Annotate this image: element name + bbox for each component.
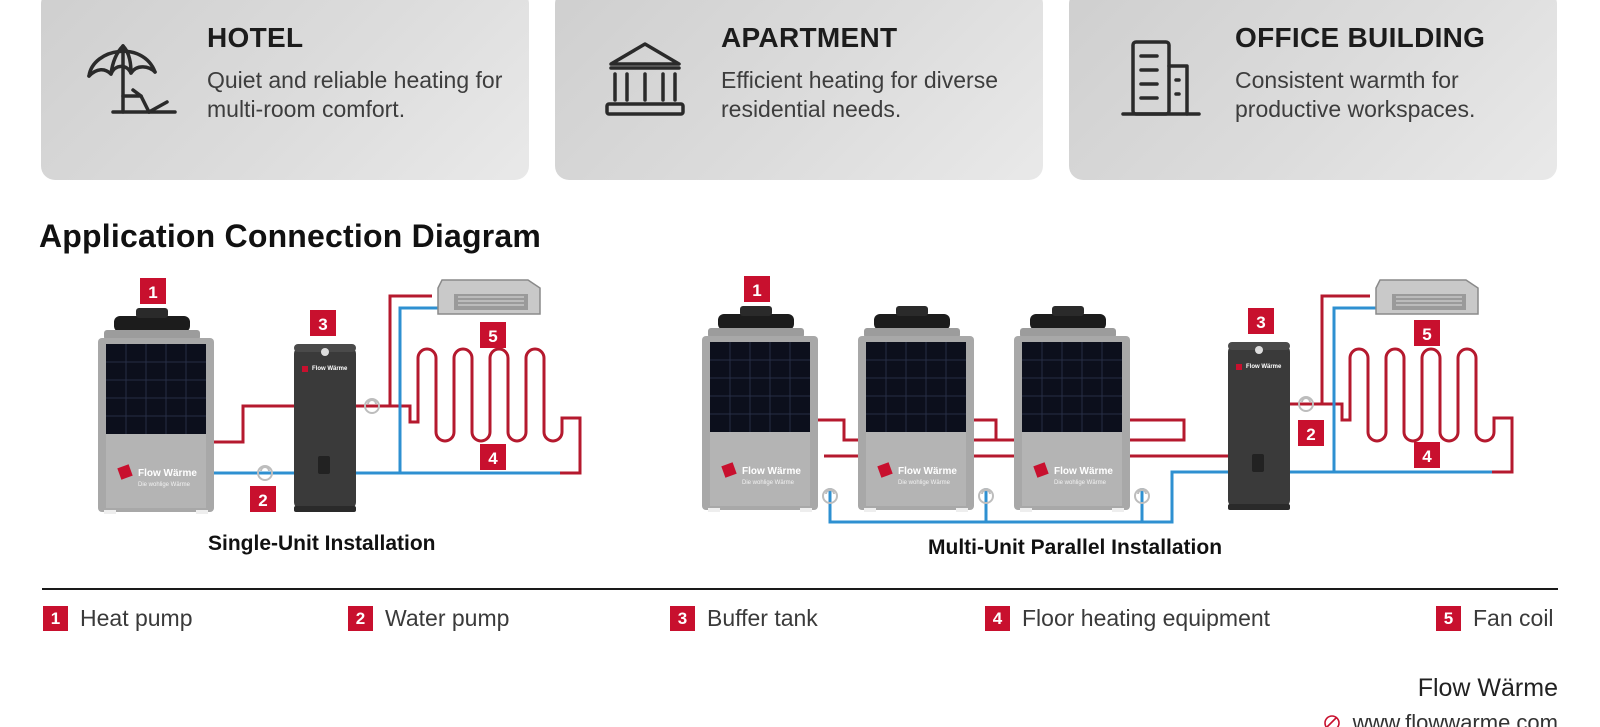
- legend-label: Fan coil: [1473, 605, 1554, 631]
- legend-badge: 3: [670, 606, 695, 631]
- badge-buffer-tank: 3: [1256, 313, 1265, 332]
- legend-badge: 1: [43, 606, 68, 631]
- legend: 1 Heat pump 2 Water pump 3 Buffer tank 4…: [0, 605, 1600, 641]
- legend-item-floor-heating: 4 Floor heating equipment: [985, 605, 1270, 632]
- badge-heat-pump: 1: [148, 283, 157, 302]
- umbrella-lounger-icon: [87, 44, 177, 114]
- badge-fan-coil: 5: [1422, 325, 1431, 344]
- multi-unit-caption: Multi-Unit Parallel Installation: [928, 536, 1223, 559]
- legend-label: Heat pump: [80, 605, 193, 631]
- unit-brand-text: Flow Wärme: [898, 466, 957, 477]
- card-description: Consistent warmth for productive workspa…: [1235, 67, 1476, 122]
- badge-floor-heating: 4: [1422, 447, 1432, 466]
- diagram-canvas: Flow Wärme Die wohlige Wärme Flow Wärme …: [97, 276, 1514, 524]
- legend-item-buffer-tank: 3 Buffer tank: [670, 605, 818, 632]
- globe-icon: [1323, 715, 1340, 727]
- connection-diagram: Flow Wärme Die wohlige Wärme Flow Wärme …: [0, 270, 1600, 580]
- diagram-badges: 1 3 5 4 2 1 3 5 2 4: [140, 276, 1440, 512]
- application-cards: HOTEL Quiet and reliable heating for mul…: [41, 0, 1557, 180]
- legend-item-fan-coil: 5 Fan coil: [1436, 605, 1554, 632]
- office-tower-icon: [1121, 40, 1201, 116]
- badge-buffer-tank: 3: [318, 315, 327, 334]
- card-title: OFFICE BUILDING: [1235, 22, 1486, 53]
- single-unit-caption: Single-Unit Installation: [208, 532, 436, 555]
- legend-badge: 5: [1436, 606, 1461, 631]
- badge-water-pump: 2: [258, 491, 267, 510]
- card-description: Efficient heating for diverse residentia…: [721, 67, 999, 122]
- unit-slogan-text: Die wohlige Wärme: [138, 482, 191, 488]
- card-title: APARTMENT: [721, 22, 898, 53]
- legend-badge: 2: [348, 606, 373, 631]
- card-description: Quiet and reliable heating for multi-roo…: [207, 67, 503, 122]
- card-office-building: OFFICE BUILDING Consistent warmth for pr…: [1069, 0, 1557, 180]
- legend-label: Buffer tank: [707, 605, 818, 631]
- badge-fan-coil: 5: [488, 327, 497, 346]
- unit-logos: Flow Wärme Die wohlige Wärme Flow Wärme …: [138, 364, 1282, 488]
- badge-water-pump: 2: [1306, 425, 1315, 444]
- building-columns-icon: [605, 42, 685, 116]
- legend-label: Water pump: [385, 605, 510, 631]
- footer-website-link[interactable]: www.flowwarme.com: [1352, 710, 1558, 727]
- section-title: Application Connection Diagram: [39, 218, 542, 254]
- legend-badge: 4: [985, 606, 1010, 631]
- legend-item-heat-pump: 1 Heat pump: [43, 605, 193, 632]
- unit-brand-text: Flow Wärme: [138, 468, 197, 479]
- tank-brand-text: Flow Wärme: [1246, 364, 1282, 370]
- badge-heat-pump: 1: [752, 281, 761, 300]
- card-apartment: APARTMENT Efficient heating for diverse …: [555, 0, 1043, 180]
- footer-brand: Flow Wärme: [1417, 674, 1558, 702]
- legend-label: Floor heating equipment: [1022, 605, 1271, 631]
- unit-slogan-text: Die wohlige Wärme: [898, 480, 951, 486]
- footer-website-row[interactable]: www.flowwarme.com: [1323, 710, 1558, 727]
- legend-item-water-pump: 2 Water pump: [348, 605, 509, 632]
- unit-slogan-text: Die wohlige Wärme: [742, 480, 795, 486]
- unit-brand-text: Flow Wärme: [1054, 466, 1113, 477]
- fan-coil-unit: [1375, 279, 1479, 315]
- unit-slogan-text: Die wohlige Wärme: [1054, 480, 1107, 486]
- tank-brand-text: Flow Wärme: [312, 366, 348, 372]
- card-hotel: HOTEL Quiet and reliable heating for mul…: [41, 0, 529, 180]
- single-unit-pipes: [212, 294, 582, 475]
- badge-floor-heating: 4: [488, 449, 498, 468]
- divider-line: [42, 588, 1558, 590]
- unit-brand-text: Flow Wärme: [742, 466, 801, 477]
- card-title: HOTEL: [207, 22, 304, 53]
- fan-coil-unit: [437, 279, 541, 315]
